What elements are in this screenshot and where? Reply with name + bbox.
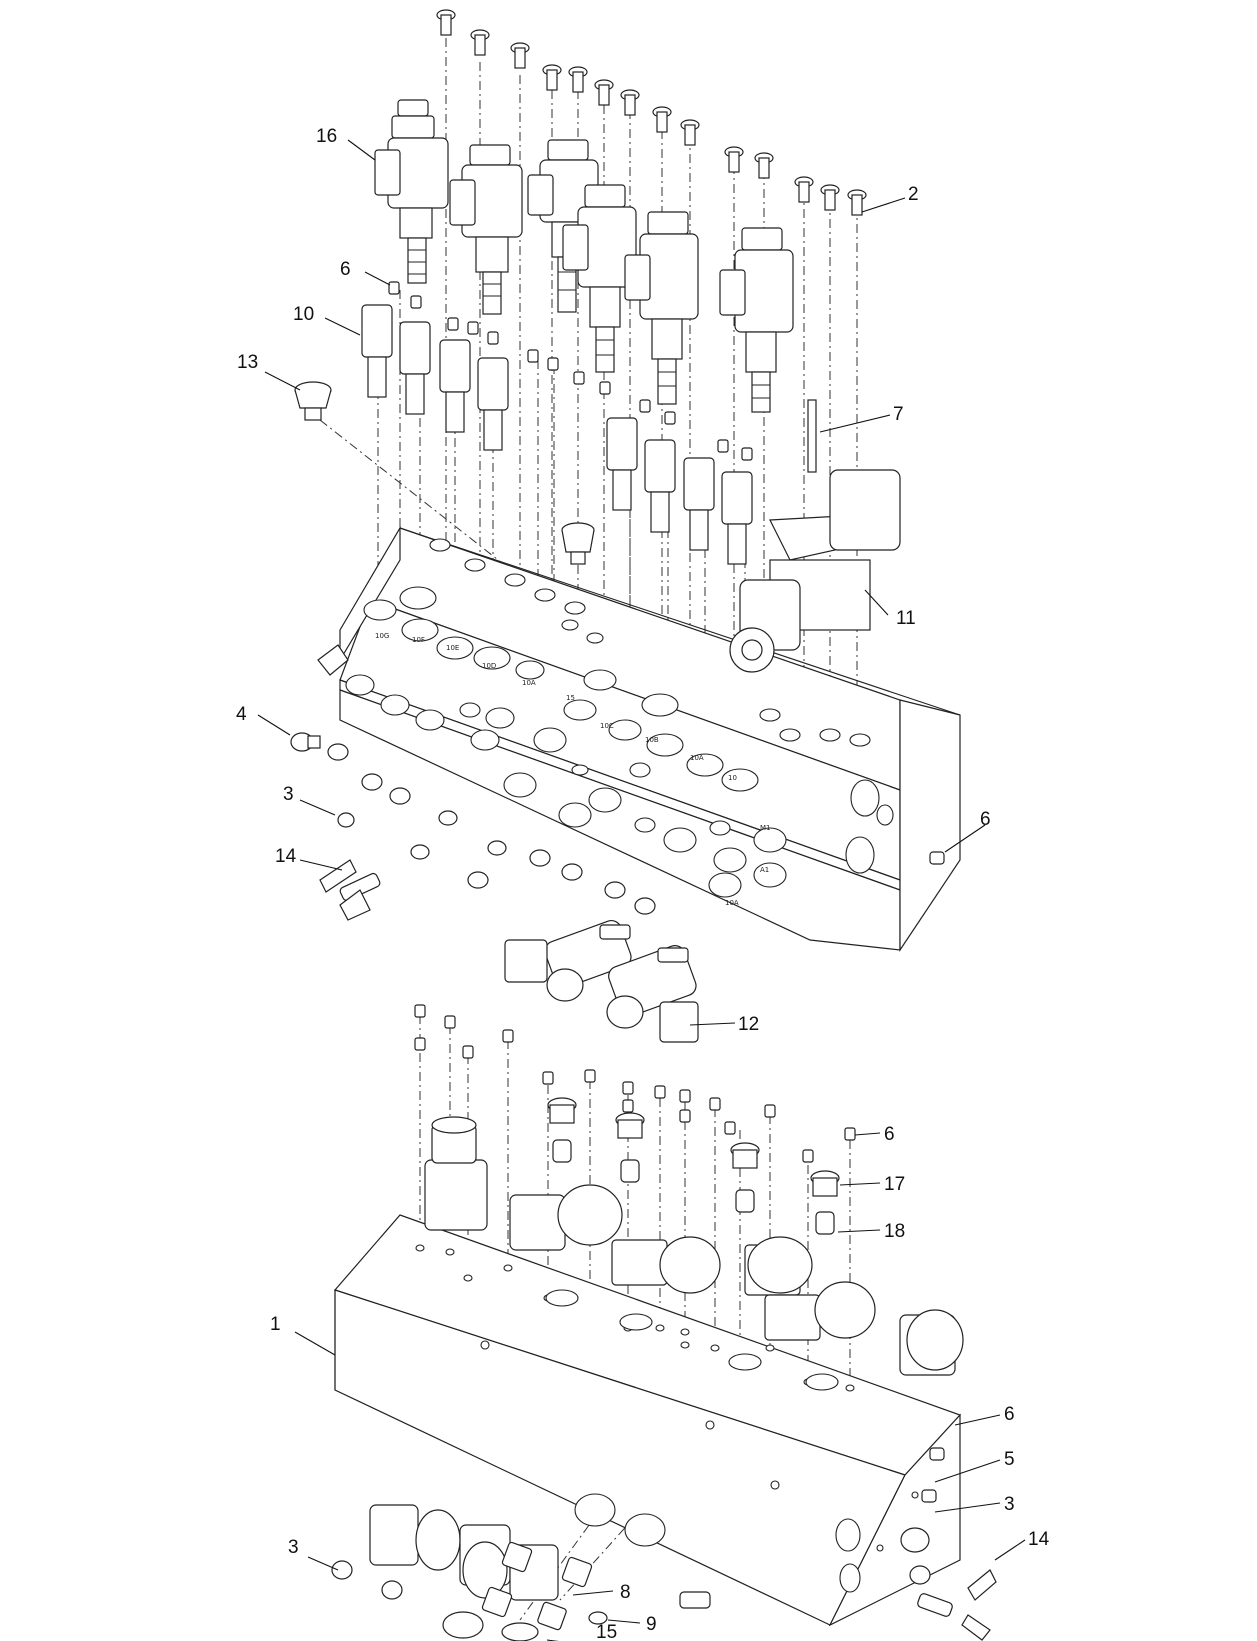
lower-screws <box>414 1004 856 1163</box>
lower-left-plugs <box>331 1560 403 1600</box>
callout-13: 13 <box>237 352 258 373</box>
callout-11: 11 <box>896 608 916 629</box>
callout-14-upper: 14 <box>275 846 297 867</box>
callout-3-lower-left: 3 <box>288 1537 299 1558</box>
upper-manifold-assembly: 10G 10F 10E 10D 10A 15 10C 10B 10A 10 M1… <box>290 9 961 1043</box>
lower-bottom-fittings <box>442 1541 608 1641</box>
callout-14-lower: 14 <box>1028 1529 1050 1550</box>
callout-18: 18 <box>884 1221 905 1242</box>
upper-plug-center <box>561 522 595 565</box>
svg-text:10: 10 <box>728 774 737 782</box>
upper-left-fittings <box>290 732 656 915</box>
callout-6-lower-b: 6 <box>1004 1404 1015 1425</box>
upper-plug-13 <box>294 381 332 421</box>
svg-text:10F: 10F <box>412 636 425 644</box>
upper-manifold-ports <box>363 538 871 792</box>
lower-manifold-block <box>333 1214 962 1627</box>
upper-pin <box>807 399 817 473</box>
svg-text:10A: 10A <box>725 899 739 907</box>
callout-6-upper-a: 6 <box>340 259 351 280</box>
svg-text:M1: M1 <box>760 824 771 832</box>
upper-screws <box>436 9 867 216</box>
svg-text:10G: 10G <box>375 632 389 640</box>
callout-17: 17 <box>884 1174 905 1195</box>
svg-text:10B: 10B <box>645 736 659 744</box>
lower-top-components <box>424 1116 964 1376</box>
lower-cartridges <box>547 1097 840 1235</box>
callout-6-lower-a: 6 <box>884 1124 895 1145</box>
upper-manifold-front-ports <box>345 674 894 898</box>
svg-text:10C: 10C <box>600 722 614 730</box>
lower-manifold-assembly <box>331 1004 997 1641</box>
svg-text:10D: 10D <box>482 662 496 670</box>
callout-3-lower-right: 3 <box>1004 1494 1015 1515</box>
callout-leaders <box>257 139 1026 1641</box>
upper-small-plugs <box>388 281 945 865</box>
svg-text:A1: A1 <box>760 866 769 874</box>
directional-valve-11 <box>729 469 901 673</box>
callout-9: 9 <box>646 1614 657 1635</box>
callout-2: 2 <box>908 184 919 205</box>
solenoid-valve-6 <box>719 227 794 413</box>
callout-4: 4 <box>236 704 247 725</box>
solenoid-valve-2 <box>449 144 523 315</box>
upper-cartridge-valves <box>361 304 753 565</box>
upper-port-markings: 10G 10F 10E 10D 10A 15 10C 10B 10A 10 M1… <box>375 632 771 907</box>
callout-8: 8 <box>620 1582 631 1603</box>
svg-text:10A: 10A <box>522 679 536 687</box>
lower-manifold-top-holes <box>415 1244 855 1392</box>
callout-16: 16 <box>316 126 337 147</box>
upper-t-handle-14 <box>319 859 381 921</box>
callout-5: 5 <box>1004 1449 1015 1470</box>
callout-labels: 16 2 6 10 13 7 11 4 3 6 14 12 6 17 18 1 … <box>236 126 1050 1641</box>
callout-6-upper-b: 6 <box>980 809 991 830</box>
upper-manifold-block: 10G 10F 10E 10D 10A 15 10C 10B 10A 10 M1… <box>339 525 961 952</box>
upper-left-knob <box>317 644 349 676</box>
lower-right-fittings <box>900 1447 997 1641</box>
solenoid-valve-1 <box>374 99 449 284</box>
svg-text:10A: 10A <box>690 754 704 762</box>
callout-7: 7 <box>893 404 904 425</box>
callout-10: 10 <box>293 304 314 325</box>
solenoid-valve-4 <box>562 184 637 373</box>
callout-15: 15 <box>596 1622 617 1641</box>
callout-1: 1 <box>270 1314 281 1335</box>
callout-3-upper: 3 <box>283 784 294 805</box>
upper-solenoid-valves <box>374 99 794 413</box>
solenoid-valve-5 <box>624 211 699 405</box>
svg-text:15: 15 <box>566 694 575 702</box>
solenoid-coils-12 <box>504 919 699 1043</box>
svg-text:10E: 10E <box>446 644 459 652</box>
callout-12: 12 <box>738 1014 759 1035</box>
